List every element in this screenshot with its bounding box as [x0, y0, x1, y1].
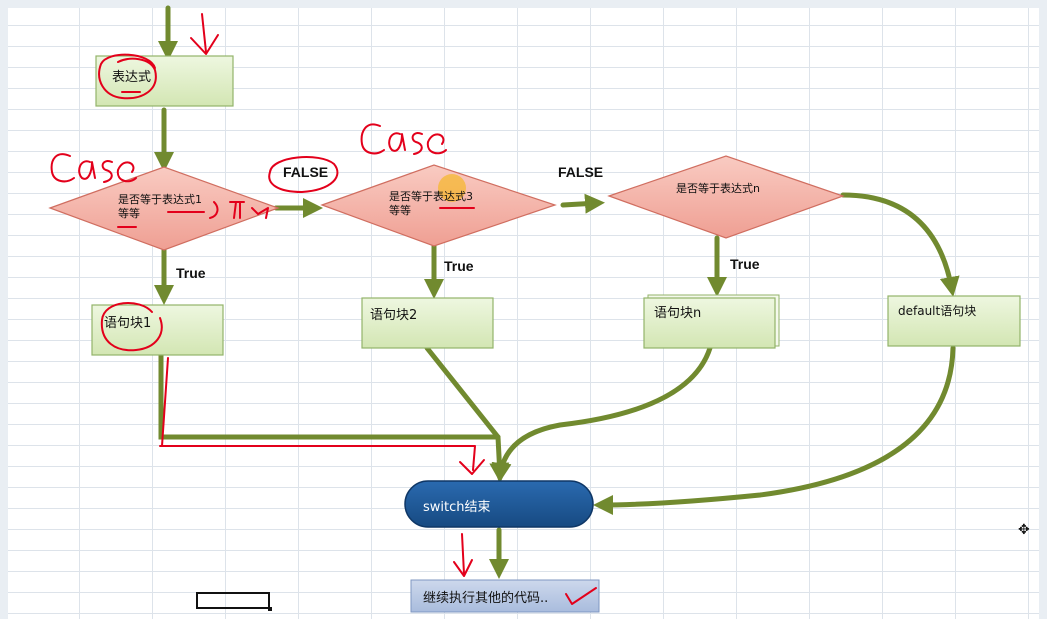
- switch-end-terminal: [404, 480, 594, 528]
- cond3-label-line1: 是否等于表达式3: [389, 190, 473, 203]
- annotation-case-1: [50, 153, 137, 183]
- line-block1-down: [158, 352, 501, 440]
- cond3-label: 是否等于表达式3 等等: [389, 190, 473, 218]
- highlight-dot: [438, 174, 466, 202]
- block1-label: 语句块1: [104, 316, 152, 331]
- cond1-label-line1: 是否等于表达式1: [118, 193, 202, 206]
- true-label-3: True: [730, 256, 760, 272]
- false-label-2: FALSE: [558, 164, 604, 180]
- condn-diamond: [607, 155, 845, 239]
- annotation-arrow-top: [190, 13, 219, 55]
- block2-label: 语句块2: [370, 308, 418, 323]
- true-label-1: True: [176, 265, 206, 281]
- annotation-circle-block1: [100, 301, 163, 352]
- cond3-diamond: [320, 164, 557, 247]
- arrow-default-to-end: [592, 345, 956, 515]
- cond3-label-line2: 等等: [389, 204, 411, 217]
- selected-cell[interactable]: [196, 592, 272, 611]
- blockn-box: [643, 297, 776, 349]
- annotation-circle-expr: [98, 53, 157, 100]
- condn-label: 是否等于表达式n: [676, 182, 760, 195]
- annotation-arrowhead-end: [459, 459, 485, 475]
- arrow-blockn-to-end: [491, 345, 713, 483]
- default-label: default语句块: [898, 304, 977, 318]
- annotation-line-left: [159, 357, 476, 471]
- cond1-label: 是否等于表达式1 等等: [118, 193, 202, 221]
- annotation-mark-cond1: [209, 201, 269, 219]
- handwritten-annotations: [50, 13, 597, 605]
- expr-label: 表达式: [112, 70, 152, 85]
- annotation-underline-cond1: [117, 211, 205, 228]
- arrow-block2-to-end: [424, 345, 510, 483]
- switch-end-label: switch结束: [423, 500, 491, 515]
- default-box: [887, 295, 1021, 347]
- block2-box: [361, 297, 494, 349]
- true-label-2: True: [444, 258, 474, 274]
- cond1-label-line2: 等等: [118, 207, 140, 220]
- annotation-check: [565, 587, 597, 605]
- arrow-cond3-false: [560, 193, 605, 214]
- move-cursor-icon: ✥: [1018, 522, 1030, 538]
- annotation-arrow-bottom: [453, 533, 473, 577]
- continue-label: 继续执行其他的代码..: [423, 591, 549, 606]
- blockn-label: 语句块n: [654, 306, 702, 321]
- annotation-case-2: [360, 123, 447, 155]
- arrow-condn-to-default: [840, 192, 960, 297]
- false-label-1: FALSE: [283, 164, 329, 180]
- annotation-circle-false: [268, 156, 339, 193]
